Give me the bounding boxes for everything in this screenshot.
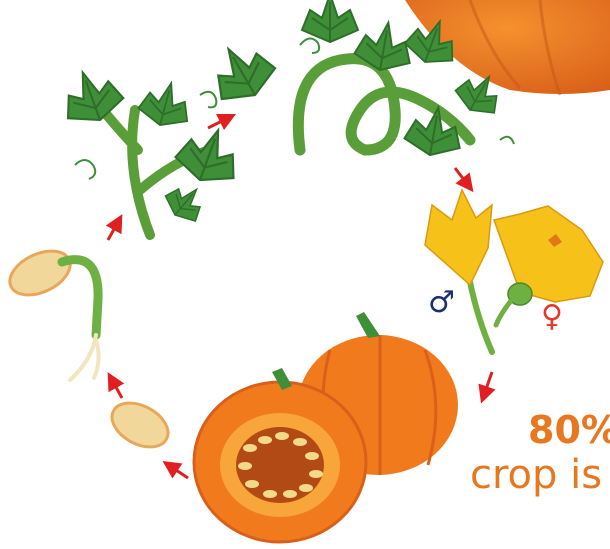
arrow-pumpkins-to-seed: [170, 466, 188, 478]
arrow-germination-to-seedling: [108, 222, 118, 240]
flowers-stage: [425, 190, 603, 352]
seedling-plant-stage: [55, 63, 247, 235]
pumpkins-stage: [194, 312, 458, 542]
seed-stage: [105, 394, 176, 456]
arrow-seedling-to-vine: [208, 118, 228, 128]
male-symbol: ♂: [428, 288, 455, 318]
arrow-vine-to-flowers: [455, 168, 468, 185]
stat-percentage: 80%: [528, 408, 610, 452]
germinating-seed-stage: [3, 242, 99, 380]
stat-caption: crop is: [470, 452, 602, 498]
female-symbol: ♀: [541, 302, 563, 332]
arrow-seed-to-germination: [112, 380, 122, 398]
arrow-flowers-to-pumpkins: [484, 372, 492, 395]
